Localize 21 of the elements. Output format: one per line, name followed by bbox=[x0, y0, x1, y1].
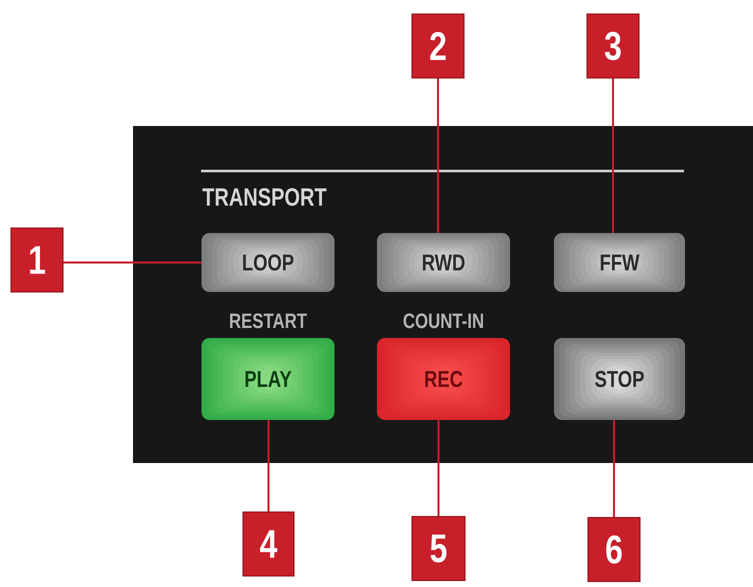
leader-line bbox=[438, 420, 440, 516]
button-label: STOP bbox=[595, 370, 644, 388]
leader-line bbox=[612, 78, 614, 233]
leader-line bbox=[268, 420, 270, 512]
callout-number: 5 bbox=[412, 516, 466, 581]
leader-line bbox=[437, 78, 439, 233]
leader-line bbox=[64, 262, 202, 264]
secondary-label: COUNT-IN bbox=[404, 313, 483, 328]
callout-number: 1 bbox=[10, 228, 64, 292]
button-label: PLAY bbox=[246, 371, 292, 387]
secondary-label: RESTART bbox=[230, 313, 307, 328]
callout-number: 3 bbox=[586, 14, 640, 78]
button-label: RWD bbox=[422, 254, 465, 270]
callout-number: 6 bbox=[588, 517, 640, 582]
button-label: LOOP bbox=[243, 254, 294, 271]
section-heading: TRANSPORT bbox=[202, 188, 326, 206]
callout-number: 4 bbox=[242, 512, 294, 576]
leader-line bbox=[613, 420, 615, 517]
button-label: REC bbox=[425, 370, 462, 388]
button-label: FFW bbox=[600, 254, 640, 270]
callout-number: 2 bbox=[412, 14, 464, 78]
